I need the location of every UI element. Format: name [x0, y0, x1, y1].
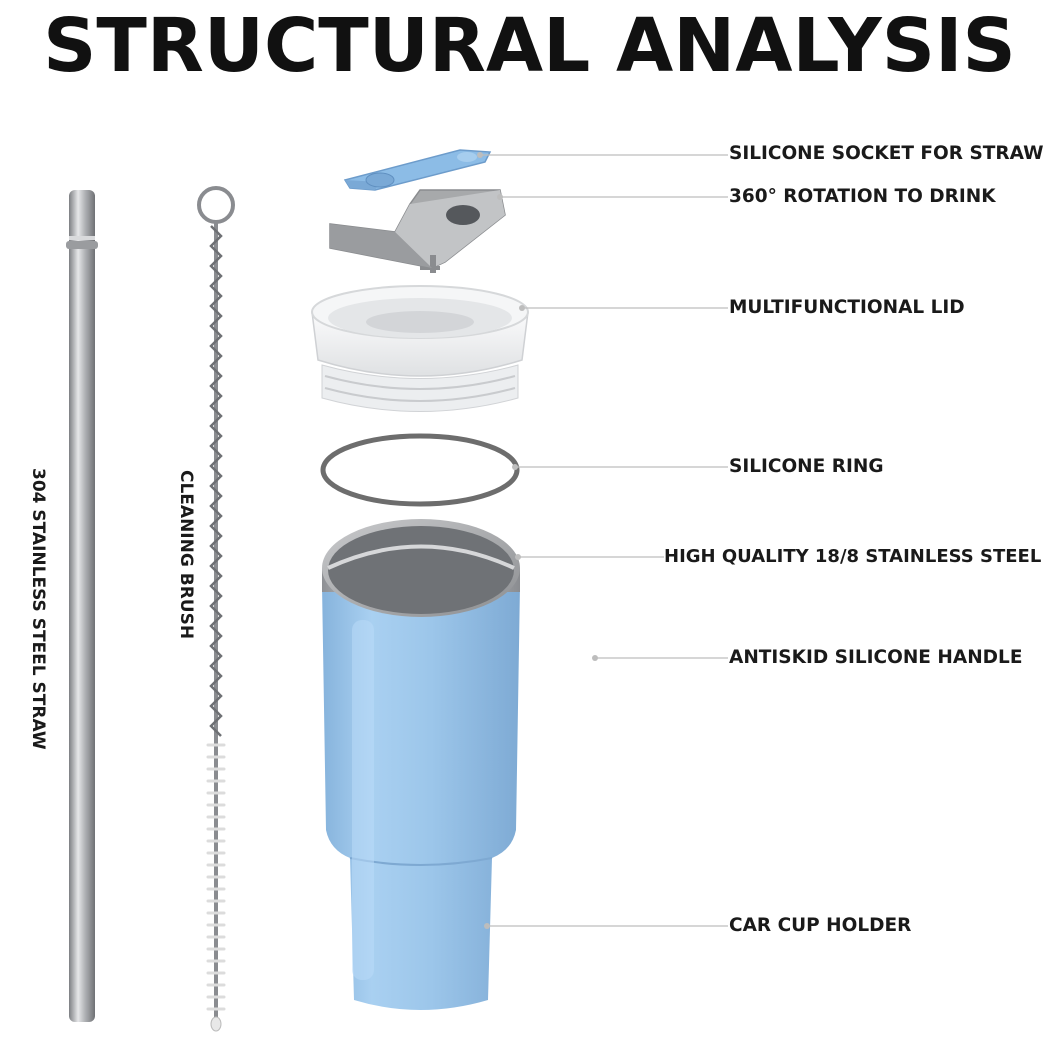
label-antiskid-handle: ANTISKID SILICONE HANDLE: [729, 647, 1023, 668]
tumbler-body: [322, 519, 520, 1010]
label-360-rotation: 360° ROTATION TO DRINK: [729, 186, 996, 207]
rotation-tray: [329, 189, 506, 273]
label-silicone-ring: SILICONE RING: [729, 456, 884, 477]
label-multifunctional-lid: MULTIFUNCTIONAL LID: [729, 297, 965, 318]
page-title: STRUCTURAL ANALYSIS: [43, 3, 1016, 89]
stainless-straw: [66, 190, 98, 1022]
multifunctional-lid: [311, 285, 529, 412]
label-car-cup-holder: CAR CUP HOLDER: [729, 915, 912, 936]
silicone-ring: [320, 433, 520, 507]
label-cleaning-brush: CLEANING BRUSH: [176, 470, 196, 640]
leader-dots: [477, 152, 598, 929]
leader-lines: [480, 154, 728, 927]
label-straw: 304 STAINLESS STEEL STRAW: [28, 468, 48, 750]
label-stainless-steel: HIGH QUALITY 18/8 STAINLESS STEEL: [664, 546, 1042, 567]
cleaning-brush: [197, 186, 235, 1032]
silicone-socket: [343, 149, 492, 191]
label-silicone-socket: SILICONE SOCKET FOR STRAW: [729, 143, 1044, 164]
